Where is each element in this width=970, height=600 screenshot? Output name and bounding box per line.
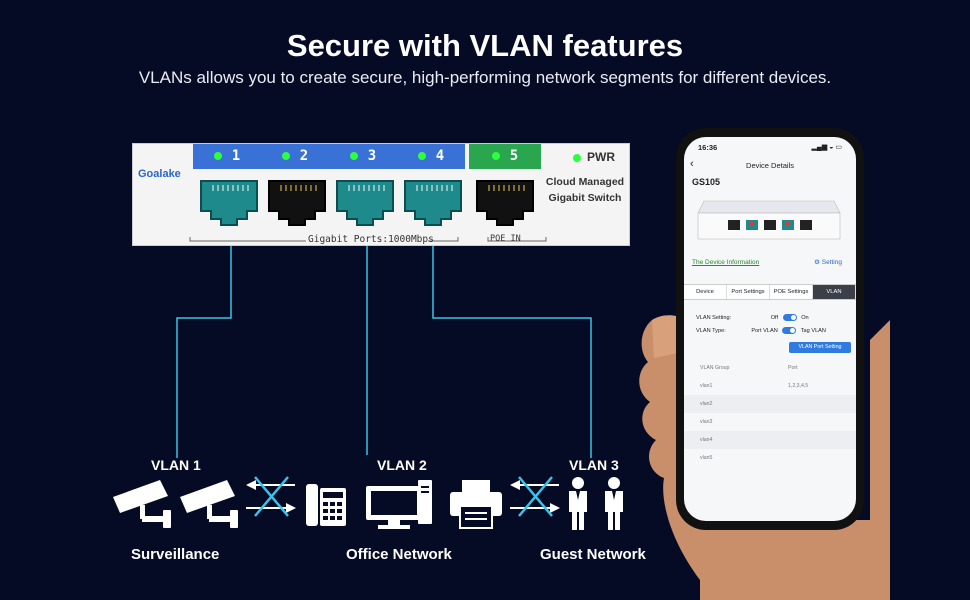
port-group-bracket [189,237,547,242]
led-icon [491,152,500,160]
phone-screen: 16:36 ▂▄▆ ◒ ▭ ‹ Device Details GS105 The… [684,137,856,521]
page-title: Secure with VLAN features [286,28,684,63]
tab-poe-settings[interactable]: POE Settings [770,285,813,299]
security-camera-icon [180,480,238,528]
network-switch: Goalake 1 2 3 4 5 PWR Cloud Managed Giga… [132,143,630,246]
guest-network-label: Guest Network [540,546,646,563]
switch-model-text: Cloud Managed Gigabit Switch [543,174,627,206]
blocked-arrows-icon [246,476,296,517]
led-icon [417,152,426,160]
vlan-type-toggle[interactable] [782,327,797,334]
vlan-3-label: VLAN 3 [569,457,619,473]
switch-thumbnail-icon [697,200,841,240]
line-vlan3 [432,205,592,458]
person-icon [605,477,623,530]
setting-link[interactable]: ⚙ Setting [814,259,842,266]
port-5-header: 5 [469,144,541,169]
led-icon [213,152,222,160]
power-indicator: PWR [573,150,615,164]
table-row[interactable]: vlan5 [700,455,713,461]
tab-device[interactable]: Device [684,285,727,299]
status-time: 16:36 [698,143,718,152]
blocked-arrows-icon [510,476,560,517]
smartphone: 16:36 ▂▄▆ ◒ ▭ ‹ Device Details GS105 The… [676,128,864,530]
vlan-port-setting-button[interactable]: VLAN Port Setting [789,342,851,353]
gear-icon: ⚙ [814,259,820,266]
ethernet-port-5-icon [476,180,534,226]
vlan-1-label: VLAN 1 [151,457,201,473]
nav-title: Device Details [746,161,794,170]
port-3-header: 3 [329,144,397,169]
printer-icon [450,480,502,529]
telephone-icon [306,484,346,526]
led-icon [281,152,290,160]
vlan-setting-toggle[interactable] [782,314,797,321]
led-icon [349,152,358,160]
vlan-setting-row: VLAN Setting: Off On [696,314,809,321]
vlan-type-row: VLAN Type: Port VLAN Tag VLAN [696,327,826,334]
table-row[interactable]: vlan2 [684,395,856,413]
person-icon [569,477,587,530]
ethernet-port-3-icon [336,180,394,226]
computer-icon [366,480,432,529]
security-camera-icon [113,480,171,528]
page-subtitle: VLANs allows you to create secure, high-… [138,68,832,87]
office-network-label: Office Network [346,546,452,563]
ethernet-port-2-icon [268,180,326,226]
poe-in-label: POE IN [490,234,521,244]
ethernet-port-4-icon [404,180,462,226]
line-vlan1 [176,205,232,458]
model-line-1: Cloud Managed [545,176,625,188]
port-2-header: 2 [261,144,329,169]
vlan-2-label: VLAN 2 [377,457,427,473]
port-1-header: 1 [193,144,261,169]
switch-brand: Goalake [138,168,181,180]
tab-port-settings[interactable]: Port Settings [727,285,770,299]
table-row[interactable]: vlan4 [684,431,856,449]
power-label: PWR [587,150,615,164]
back-chevron-icon[interactable]: ‹ [690,158,694,170]
ethernet-port-1-icon [200,180,258,226]
signal-wifi-battery-icon: ▂▄▆ ◒ ▭ [811,144,842,151]
table-row[interactable]: vlan3 [700,419,713,425]
table-header: VLAN Group Port [684,359,856,377]
ports-speed-label: Gigabit Ports:1000Mbps [308,234,434,245]
device-name: GS105 [692,177,721,187]
surveillance-label: Surveillance [131,546,220,563]
led-icon [573,153,581,162]
tab-vlan[interactable]: VLAN [813,285,856,299]
tab-bar: Device Port Settings POE Settings VLAN [684,284,856,300]
device-information-link[interactable]: The Device Information [692,259,760,266]
port-4-header: 4 [397,144,465,169]
model-line-2: Gigabit Switch [548,192,622,204]
